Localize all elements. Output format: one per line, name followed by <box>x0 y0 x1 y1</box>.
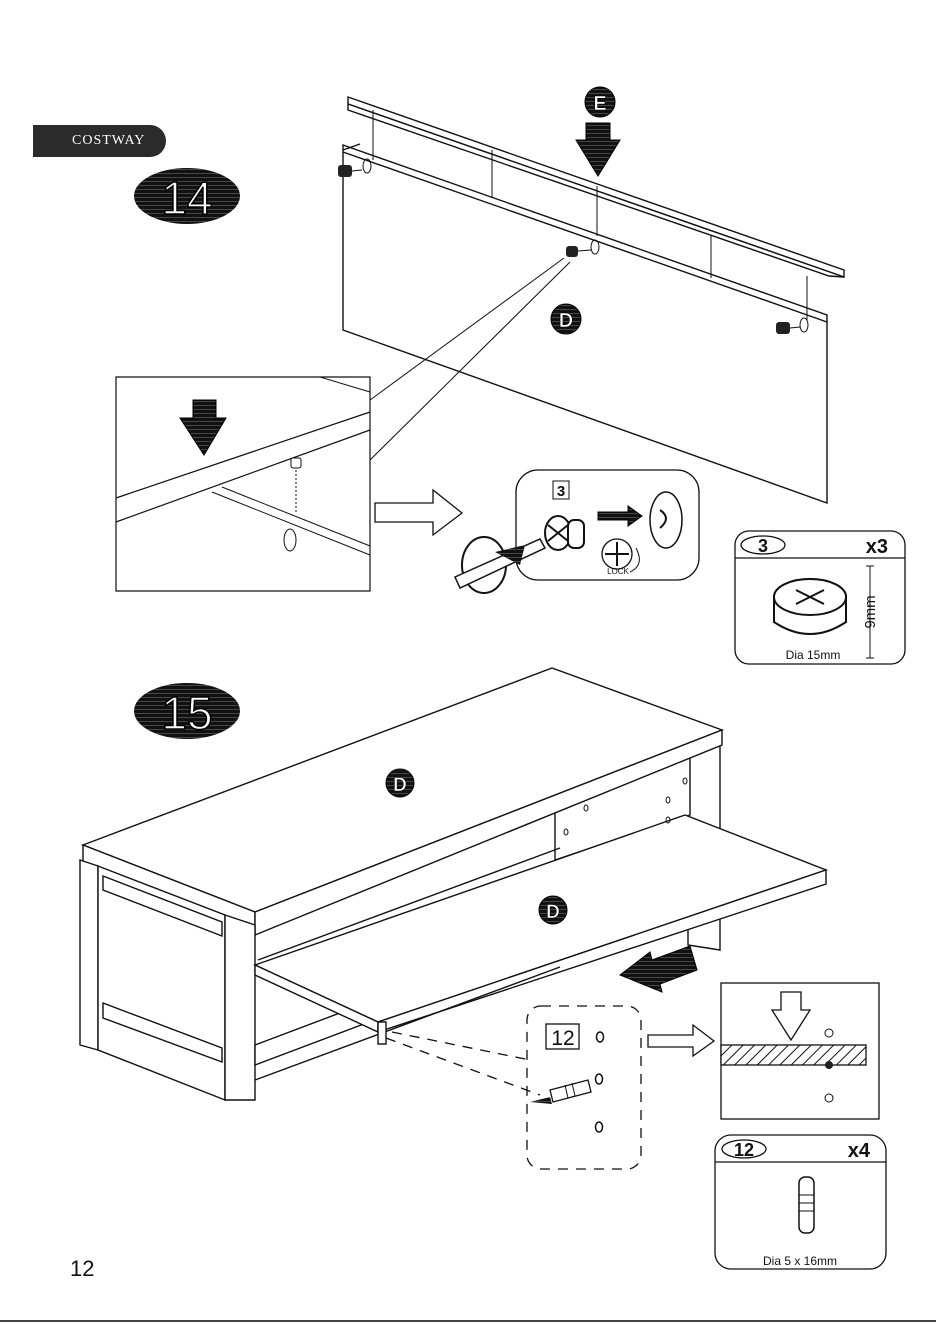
part-box-3-height: 9mm <box>862 595 879 628</box>
step-14-badge: 14 <box>134 168 240 224</box>
label-e: E <box>593 93 606 115</box>
label-d-badge: D <box>551 304 581 334</box>
part-box-12-diameter: Dia 5 x 16mm <box>763 1254 837 1268</box>
step-15-number: 15 <box>161 687 212 739</box>
part-box-12-number: 12 <box>734 1140 754 1160</box>
left-arrow-icon <box>620 946 697 992</box>
step-14-number: 14 <box>161 172 212 224</box>
back-panel-d <box>343 144 827 503</box>
part-box-3-diameter: Dia 15mm <box>786 648 841 662</box>
part-box-12: 12 x4 Dia 5 x 16mm <box>715 1135 886 1269</box>
part-box-3-number: 3 <box>758 536 768 556</box>
label-d-shelf-badge: D <box>539 896 567 924</box>
label-d-shelf: D <box>546 902 560 923</box>
callout-part-12: 12 <box>551 1027 574 1050</box>
page-number: 12 <box>70 1256 94 1282</box>
label-e-badge: E <box>585 87 615 117</box>
callout-part-3: 3 <box>557 483 565 500</box>
right-arrow-icon <box>375 490 462 535</box>
label-d-top-badge: D <box>386 769 414 797</box>
cam-detail-box: 3 LOCK <box>516 470 699 580</box>
down-arrow-icon <box>576 123 620 176</box>
label-d-top: D <box>393 775 407 796</box>
part-box-3: 3 x3 9mm Dia 15mm <box>735 531 905 664</box>
bottom-rule <box>0 1320 936 1322</box>
dowel-detail: 12 <box>530 1024 604 1132</box>
part-box-3-quantity: x3 <box>866 536 888 558</box>
hole-depth-detail <box>721 983 879 1119</box>
label-d: D <box>559 310 573 332</box>
lock-label: LOCK <box>607 567 629 576</box>
step-15-badge: 15 <box>134 683 240 739</box>
part-box-12-quantity: x4 <box>848 1140 871 1162</box>
right-arrow-icon-2 <box>648 1025 714 1056</box>
